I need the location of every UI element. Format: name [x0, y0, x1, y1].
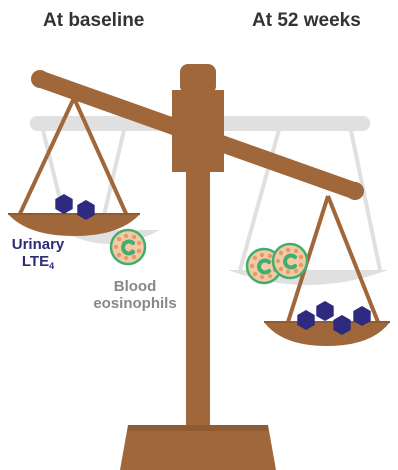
eosinophil-cell-icon: [273, 244, 307, 278]
blood-label-line1: Blood: [80, 279, 190, 296]
hexagon-molecule-icon: [316, 301, 333, 321]
blood-eosinophils-label: Blood eosinophils: [80, 279, 190, 312]
urinary-label-line1: Urinary: [6, 237, 70, 254]
lte-text: LTE: [22, 253, 49, 270]
lte-subscript: 4: [49, 261, 54, 271]
eosinophil-cell-icon: [111, 230, 145, 264]
urinary-label-line2: LTE4: [6, 254, 70, 272]
blood-label-line2: eosinophils: [80, 296, 190, 313]
urinary-lte4-label: Urinary LTE4: [6, 237, 70, 271]
